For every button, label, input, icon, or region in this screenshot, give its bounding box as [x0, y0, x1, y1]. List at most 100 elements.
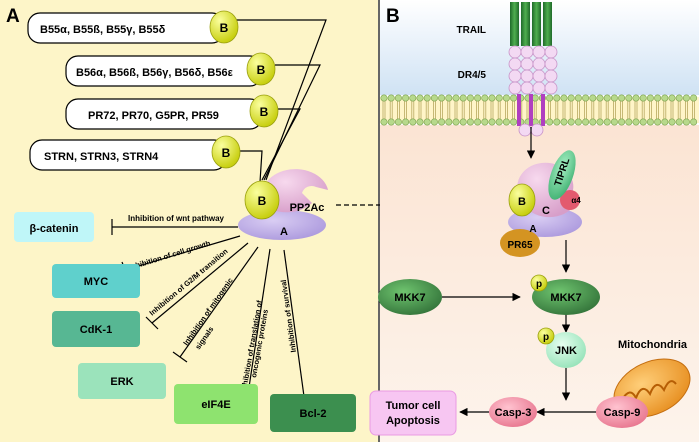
trail-ligand [510, 2, 552, 46]
svg-text:CdK-1: CdK-1 [80, 324, 112, 336]
lipid-head [690, 94, 698, 102]
lipid-head [668, 94, 676, 102]
receptor-domain [508, 81, 522, 95]
lipid-head [402, 118, 410, 126]
lipid-head [610, 118, 618, 126]
lipid-head [510, 94, 518, 102]
b-family-1-label: B55α, B55ß, B55γ, B55δ [40, 24, 166, 36]
svg-text:MKK7: MKK7 [550, 292, 581, 304]
lipid-head [445, 118, 453, 126]
b-ball-2: B [246, 52, 276, 86]
lipid-head [603, 94, 611, 102]
receptor-domain [532, 45, 546, 59]
lipid-head [430, 94, 438, 102]
lipid-head [610, 94, 618, 102]
svg-text:MYC: MYC [84, 276, 109, 288]
lipid-head [452, 94, 460, 102]
svg-text:p: p [536, 279, 542, 290]
lipid-head [567, 94, 575, 102]
svg-text:β-catenin: β-catenin [30, 223, 79, 235]
lipid-head [466, 94, 474, 102]
receptor-domain [544, 69, 558, 83]
lipid-head [510, 118, 518, 126]
inhibition-wnt-label: Inhibition of wnt pathway [128, 214, 225, 223]
lipid-head [502, 94, 510, 102]
lipid-head [560, 94, 568, 102]
svg-text:B: B [260, 105, 269, 119]
lipid-head [596, 118, 604, 126]
lipid-head [625, 118, 633, 126]
lipid-head [589, 94, 597, 102]
svg-text:B: B [222, 146, 231, 160]
lipid-head [661, 118, 669, 126]
alpha4-subunit [560, 190, 580, 210]
lipid-head [387, 94, 395, 102]
receptor-domain [544, 45, 558, 59]
lipid-head [625, 94, 633, 102]
dr45-label: DR4/5 [458, 70, 487, 81]
lipid-head [481, 118, 489, 126]
mkk7-active: MKK7 p [530, 274, 600, 315]
lipid-head [394, 118, 402, 126]
receptor-domain [520, 45, 534, 59]
lipid-head [495, 118, 503, 126]
target-cdk1: CdK-1 [52, 311, 140, 347]
target-eif4e: eIF4E [174, 384, 258, 424]
lipid-head [682, 94, 690, 102]
lipid-head [409, 94, 417, 102]
lipid-head [495, 94, 503, 102]
lipid-head [668, 118, 676, 126]
lipid-head [416, 94, 424, 102]
lipid-head [502, 118, 510, 126]
lipid-head [452, 118, 460, 126]
lipid-head [654, 94, 662, 102]
svg-text:A: A [529, 224, 536, 235]
svg-text:B: B [257, 63, 266, 77]
receptor-domain [532, 69, 546, 83]
lipid-head [553, 118, 561, 126]
casp9: Casp-9 [596, 396, 648, 428]
b-family-3: PR72, PR70, G5PR, PR59 [65, 98, 263, 130]
trail-label: TRAIL [457, 25, 486, 36]
lipid-head [567, 118, 575, 126]
lipid-head [488, 94, 496, 102]
casp3: Casp-3 [489, 397, 537, 427]
receptor-transmembrane [517, 94, 521, 126]
mkk7-inactive: MKK7 [378, 279, 442, 315]
b-subunit [244, 180, 280, 220]
pp2ac-label: PP2Ac [290, 202, 325, 214]
b-subunit-connectors [236, 19, 327, 183]
svg-text:Apoptosis: Apoptosis [386, 415, 440, 427]
svg-text:eIF4E: eIF4E [201, 399, 230, 411]
jnk: JNK p [537, 327, 586, 368]
tumor-cell-apoptosis: Tumor cell Apoptosis [369, 390, 457, 436]
receptor-domain [520, 81, 534, 95]
svg-text:MKK7: MKK7 [394, 292, 425, 304]
receptor-domain [520, 57, 534, 71]
cell-membrane [380, 94, 699, 126]
lipid-head [409, 118, 417, 126]
lipid-head [488, 118, 496, 126]
lipid-head [632, 118, 640, 126]
b-ball-1: B [209, 10, 239, 44]
lipid-head [675, 118, 683, 126]
receptor-domain [508, 69, 522, 83]
svg-text:p: p [543, 332, 549, 343]
svg-text:Tumor cell: Tumor cell [386, 400, 441, 412]
lipid-head [380, 94, 388, 102]
mitochondria-label: Mitochondria [618, 339, 688, 351]
svg-text:B: B [220, 21, 229, 35]
complex-b-subunit [508, 183, 536, 217]
receptor-domain [544, 81, 558, 95]
lipid-head [459, 94, 467, 102]
lipid-head [459, 118, 467, 126]
lipid-head [430, 118, 438, 126]
svg-text:C: C [542, 205, 550, 217]
b-family-4-label: STRN, STRN3, STRN4 [44, 151, 159, 163]
receptor-death-domain [530, 123, 544, 137]
target-beta-catenin: β-catenin [14, 212, 94, 242]
svg-text:Bcl-2: Bcl-2 [300, 408, 327, 420]
lipid-head [596, 94, 604, 102]
lipid-head [654, 118, 662, 126]
